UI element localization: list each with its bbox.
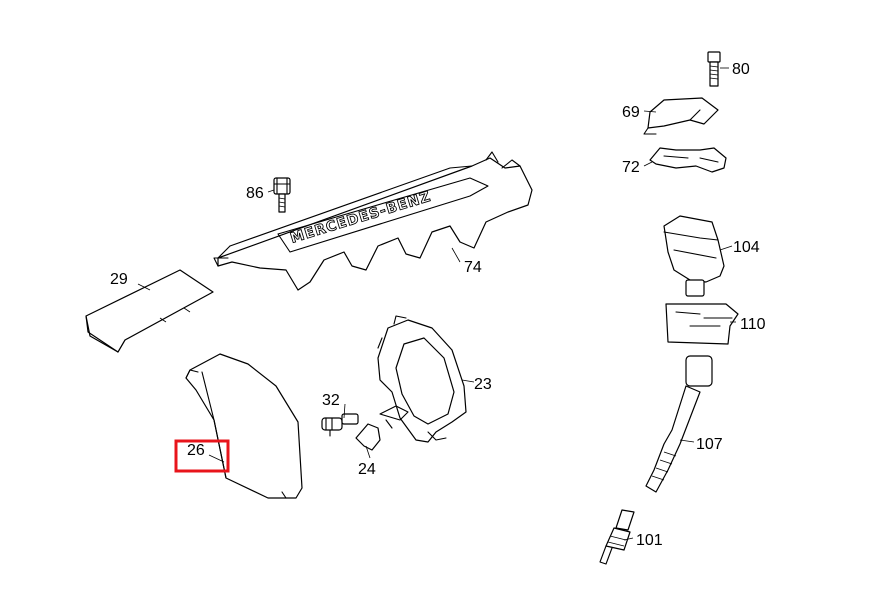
part-80-bolt[interactable] [707, 51, 721, 87]
part-24-clip[interactable] [355, 405, 409, 451]
callout-101[interactable]: 101 [636, 532, 663, 549]
callout-72[interactable]: 72 [622, 159, 640, 176]
callout-110[interactable]: 110 [740, 316, 766, 333]
part-101-spark-plug[interactable] [599, 509, 635, 565]
part-72-bracket[interactable] [649, 147, 727, 173]
callout-86[interactable]: 86 [246, 185, 264, 202]
part-107-ignition-lead[interactable] [645, 355, 713, 493]
callout-23[interactable]: 23 [474, 376, 492, 393]
leader-lines [137, 67, 736, 541]
callout-107[interactable]: 107 [696, 436, 723, 453]
callout-26-highlight-box [174, 439, 230, 473]
part-86-bolt[interactable] [273, 177, 291, 213]
callout-74[interactable]: 74 [464, 259, 482, 276]
part-29-cover[interactable] [85, 269, 214, 353]
part-74-engine-cover[interactable]: MERCEDES-BENZ [213, 151, 533, 291]
callout-80[interactable]: 80 [732, 61, 750, 78]
part-104-ignition-coil[interactable] [663, 215, 725, 297]
callout-29[interactable]: 29 [110, 271, 128, 288]
callout-104[interactable]: 104 [733, 239, 760, 256]
callout-26[interactable]: 26 [187, 442, 205, 459]
callout-32[interactable]: 32 [322, 392, 340, 409]
part-26-cover[interactable] [185, 353, 303, 499]
callout-24[interactable]: 24 [358, 461, 376, 478]
part-23-bracket[interactable] [377, 315, 467, 443]
part-110-connector[interactable] [665, 303, 739, 345]
callout-69[interactable]: 69 [622, 104, 640, 121]
part-32-sensor[interactable] [321, 413, 359, 437]
part-69-bracket[interactable] [643, 97, 719, 135]
